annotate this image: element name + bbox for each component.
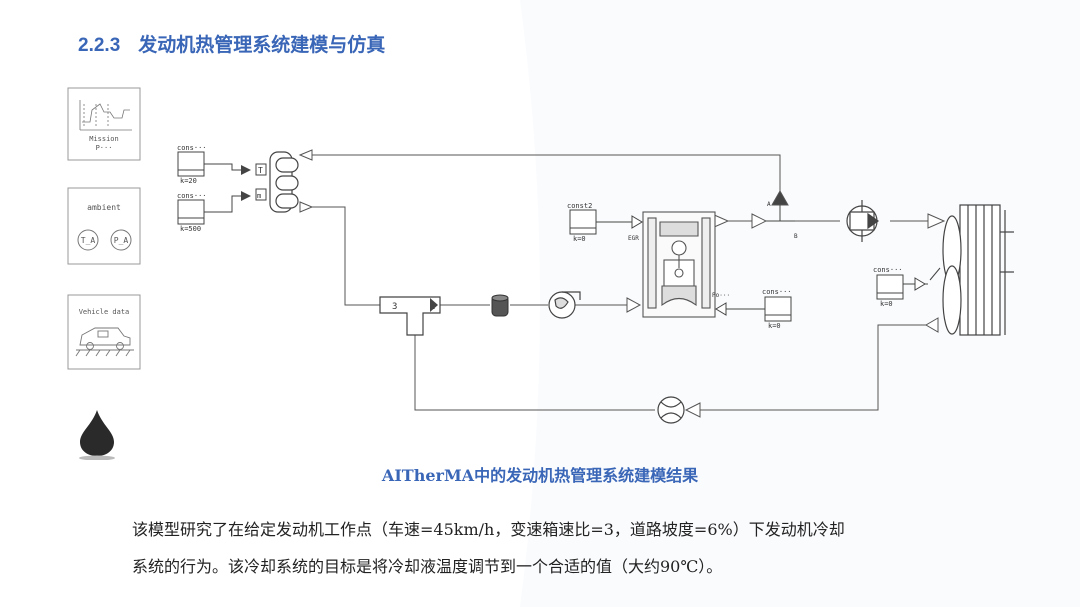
ta-label: T_A (81, 236, 96, 245)
const-5-value: k=0 (880, 300, 893, 308)
const-3-value: k=0 (573, 235, 586, 243)
const-block-3[interactable]: const2 k=0 (567, 202, 597, 243)
m-port-label: m (257, 192, 261, 200)
const-block-1[interactable]: cons··· k=20 (177, 144, 207, 185)
pa-label: P_A (114, 236, 129, 245)
fan-icon[interactable] (942, 215, 962, 335)
const-block-5[interactable]: cons··· k=0 (873, 266, 904, 308)
ambient-block[interactable]: ambient T_A P_A (67, 187, 141, 265)
body-line-2: 系统的行为。该冷却系统的目标是将冷却液温度调节到一个合适的值（大约90℃）。 (132, 557, 723, 576)
const-2-name: cons··· (177, 192, 207, 200)
thermostat-icon[interactable] (846, 200, 880, 242)
car-icon (75, 327, 134, 357)
mission-profile-icon (79, 100, 132, 131)
const-block-4[interactable]: cons··· k=0 (762, 288, 792, 330)
engine-block[interactable] (642, 211, 716, 318)
const-1-value: k=20 (180, 177, 197, 185)
vehicle-data-block[interactable]: Vehicle data (67, 294, 141, 370)
mission-block[interactable]: Mission P··· (67, 87, 141, 161)
thermal-management-diagram: Mission P··· ambient T_A P_A Vehicle dat… (67, 87, 1014, 460)
ambient-label: ambient (87, 203, 121, 212)
ta-port-icon (77, 229, 99, 251)
diagram-caption: AITherMA中的发动机热管理系统建模结果 (381, 466, 699, 485)
vehicle-label: Vehicle data (79, 308, 130, 316)
const-block-2[interactable]: cons··· k=500 (177, 192, 207, 233)
section-title-text: 发动机热管理系统建模与仿真 (138, 34, 386, 56)
egr-label: EGR (628, 235, 639, 242)
pump-icon[interactable] (548, 291, 581, 319)
tee-junction[interactable] (379, 296, 441, 336)
const-4-value: k=0 (768, 322, 781, 330)
valve-b-label: B (794, 233, 798, 240)
m-input-port: m (255, 188, 267, 201)
valve-a-label: A (767, 201, 771, 208)
tee-left-label: 3 (392, 302, 397, 312)
pa-port-icon (110, 229, 132, 251)
mission-label: Mission (89, 135, 119, 143)
flow-meter-icon[interactable] (657, 396, 685, 424)
t-input-port: T (255, 163, 267, 176)
coolant-source-icon[interactable] (269, 151, 299, 213)
section-title: 2.2.3 发动机热管理系统建模与仿真 (78, 30, 385, 57)
const-1-name: cons··· (177, 144, 207, 152)
coolant-drop-icon (79, 410, 115, 460)
radiator-icon[interactable] (959, 204, 1014, 336)
mission-sublabel: P··· (96, 144, 113, 152)
const-5-name: cons··· (873, 266, 903, 274)
body-line-1: 该模型研究了在给定发动机工作点（车速=45km/h，变速箱速比=3，道路坡度=6… (132, 520, 845, 539)
t-port-label: T (258, 166, 263, 175)
const-2-value: k=500 (180, 225, 201, 233)
po-label: Po··· (712, 292, 730, 299)
const-4-name: cons··· (762, 288, 792, 296)
const-3-name: const2 (567, 202, 592, 210)
section-number: 2.2.3 (78, 35, 121, 56)
tank-icon[interactable] (491, 294, 509, 317)
